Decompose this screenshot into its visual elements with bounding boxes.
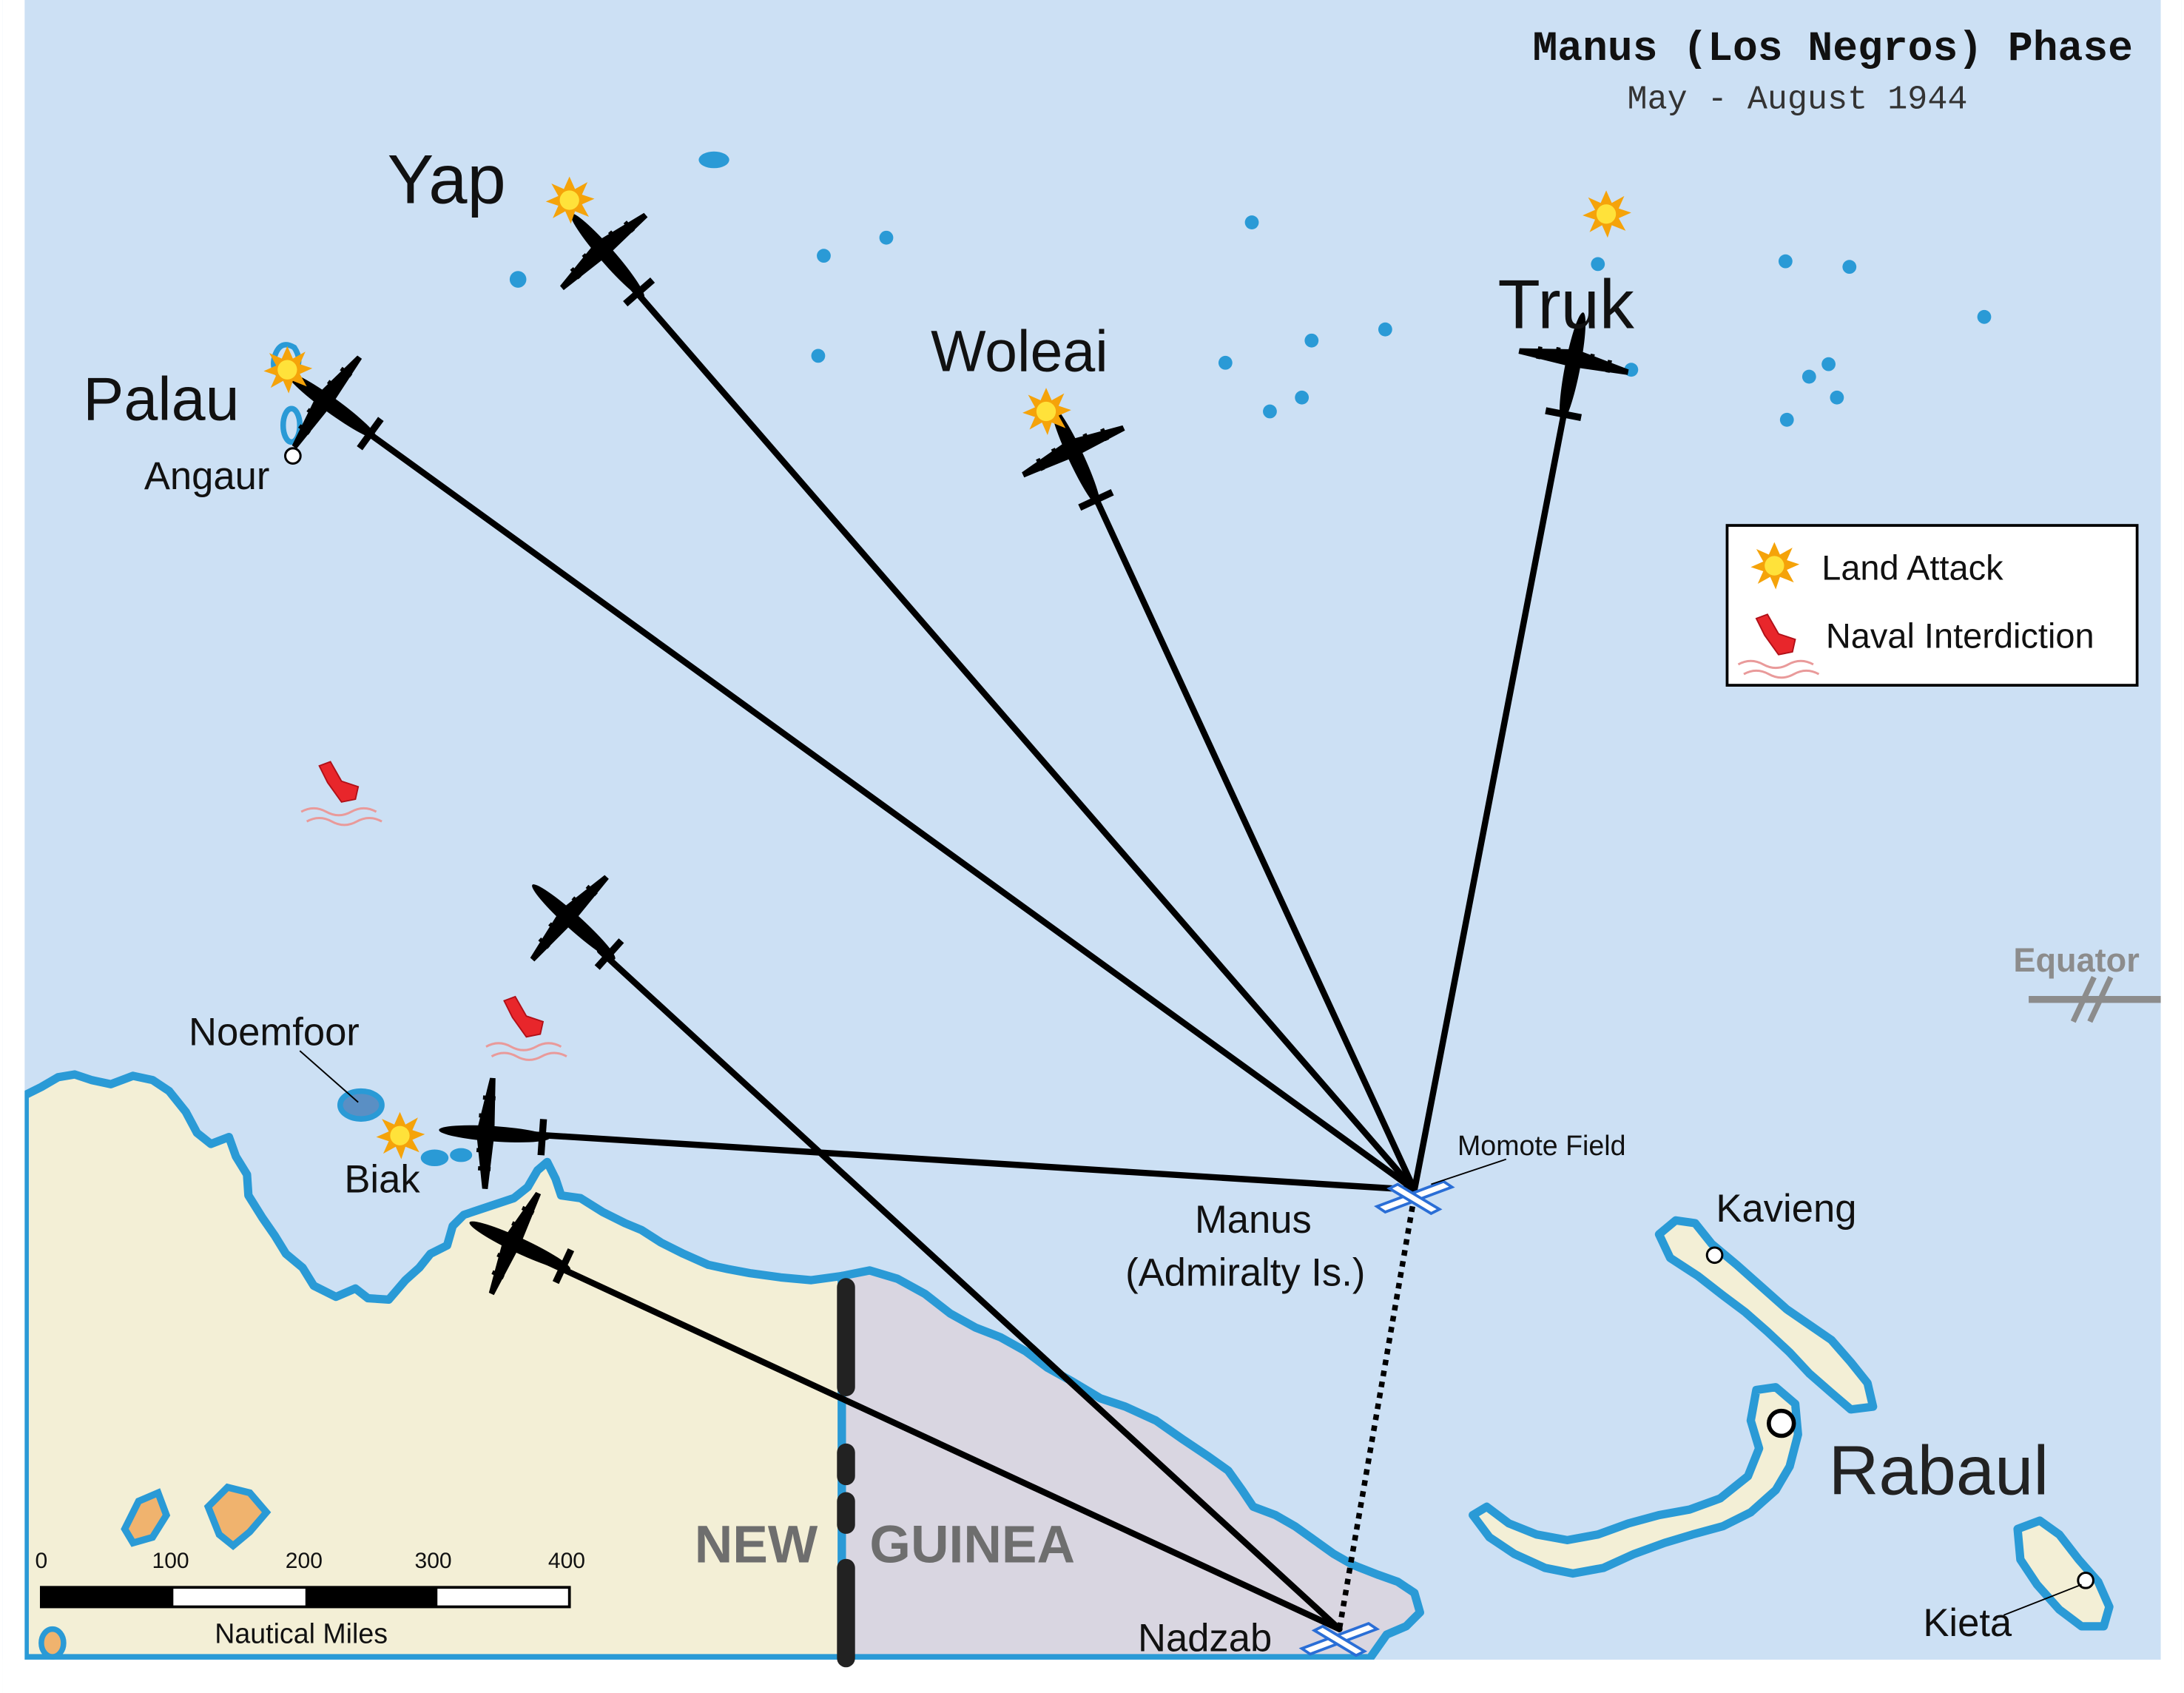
bougainville-island xyxy=(2013,1516,2114,1631)
biak-island xyxy=(420,1149,449,1167)
scale-tick-300: 300 xyxy=(415,1549,452,1573)
legend-naval-interdiction: Naval Interdiction xyxy=(1826,616,2094,655)
new-britain-island xyxy=(1469,1383,1802,1578)
label-yap: Yap xyxy=(388,140,506,218)
kieta-marker xyxy=(2077,1572,2094,1589)
label-noemfoor: Noemfoor xyxy=(189,1011,360,1054)
route-woleai xyxy=(1086,480,1418,1194)
kavieng-marker xyxy=(1705,1246,1724,1265)
label-kavieng: Kavieng xyxy=(1716,1187,1856,1231)
label-truk: Truk xyxy=(1498,265,1635,343)
small-island xyxy=(38,1626,67,1660)
angaur-marker xyxy=(284,447,302,465)
scale-tick-0: 0 xyxy=(36,1549,48,1573)
label-palau: Palau xyxy=(83,364,239,433)
mission-routes xyxy=(356,279,1571,1632)
route-yap xyxy=(624,279,1418,1194)
scale-tick-200: 200 xyxy=(286,1549,323,1573)
label-manus: Manus xyxy=(1195,1198,1312,1242)
label-equator: Equator xyxy=(2013,941,2139,979)
biak-island xyxy=(450,1148,473,1162)
route-truk xyxy=(1411,393,1571,1194)
label-guinea: GUINEA xyxy=(869,1515,1075,1574)
label-momote-field: Momote Field xyxy=(1457,1130,1625,1161)
map-subtitle: May - August 1944 xyxy=(1628,81,1968,119)
label-woleai: Woleai xyxy=(931,319,1108,384)
label-rabaul: Rabaul xyxy=(1829,1431,2049,1509)
route-nadzab-west xyxy=(541,1257,1343,1632)
route-nadzab-north xyxy=(596,947,1343,1632)
legend-box xyxy=(1725,524,2139,687)
rabaul-marker xyxy=(1767,1408,1796,1438)
scale-tick-100: 100 xyxy=(152,1549,189,1573)
route-palau xyxy=(356,423,1418,1194)
label-angaur: Angaur xyxy=(144,454,270,498)
map-title: Manus (Los Negros) Phase xyxy=(1533,25,2133,73)
kieta-leader-line xyxy=(2003,1583,2082,1616)
new-guinea-east-landmass xyxy=(837,1266,1424,1663)
legend: Land Attack Naval Interdiction xyxy=(1725,524,2139,687)
route-biak xyxy=(525,1131,1418,1194)
label-admiralty: (Admiralty Is.) xyxy=(1125,1251,1365,1295)
noemfoor-island xyxy=(337,1088,385,1122)
label-nadzab: Nadzab xyxy=(1138,1617,1272,1660)
small-island xyxy=(121,1488,171,1547)
equator-marker xyxy=(2029,975,2161,1023)
label-biak: Biak xyxy=(344,1158,420,1202)
momote-leader-line xyxy=(1431,1158,1507,1185)
noemfoor-leader-line xyxy=(299,1050,359,1103)
legend-land-attack: Land Attack xyxy=(1821,548,2003,587)
scale-unit: Nautical Miles xyxy=(215,1618,388,1649)
new-ireland-island xyxy=(1654,1216,1878,1414)
atolls xyxy=(509,151,1992,427)
scale-bar: 0 100 200 300 400 Nautical Miles xyxy=(36,1549,585,1649)
small-island xyxy=(203,1483,272,1550)
scale-tick-400: 400 xyxy=(548,1549,585,1573)
label-kieta: Kieta xyxy=(1923,1601,2012,1645)
label-new: NEW xyxy=(695,1515,818,1574)
